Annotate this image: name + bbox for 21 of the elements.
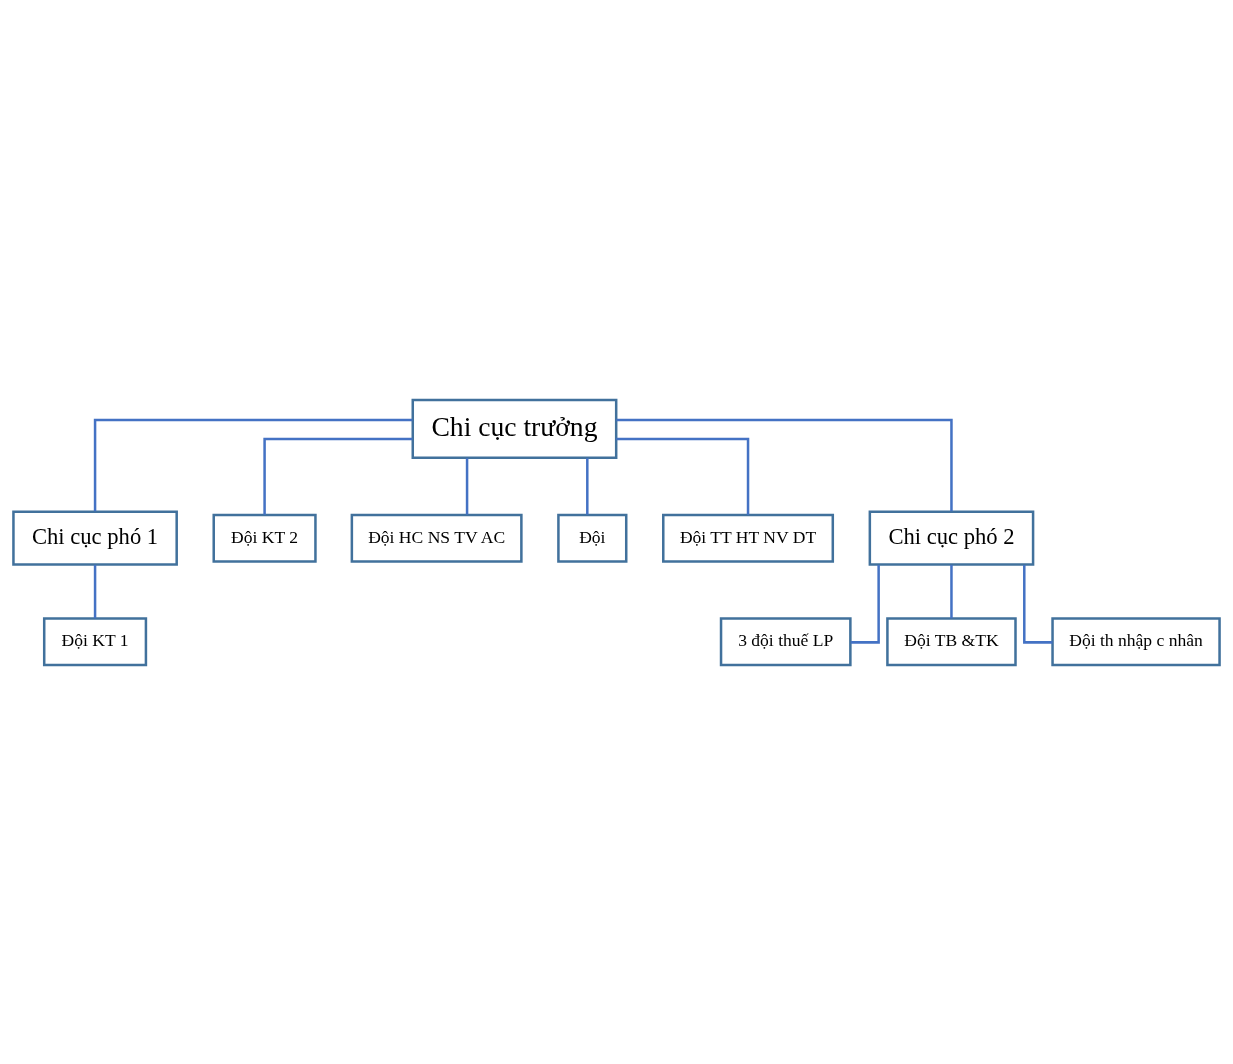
node-box: Đội th nhập c nhân: [1051, 616, 1221, 666]
node-box: Chi cục phó 2: [868, 510, 1035, 566]
connector: [263, 437, 413, 515]
connector: [850, 564, 880, 644]
node-box: Đội KT 2: [212, 513, 317, 563]
connector: [616, 418, 953, 511]
node-box: Đội: [557, 513, 628, 563]
connector: [950, 564, 953, 618]
connector: [93, 564, 97, 618]
node-box: Đội KT 1: [42, 616, 148, 666]
connector: [1023, 564, 1053, 644]
node-box: Đội TB &TK: [886, 616, 1017, 666]
connector: [465, 457, 469, 515]
node-box: Đội HC NS TV AC: [350, 513, 523, 563]
node-box: Chi cục phó 1: [12, 510, 178, 566]
connector: [93, 418, 413, 511]
node-box: 3 đội thuế LP: [719, 616, 852, 666]
node-box: Đội TT HT NV DT: [662, 513, 835, 563]
connector: [616, 437, 750, 515]
node-box: Chi cục trưởng: [411, 398, 618, 459]
connector: [586, 457, 589, 515]
